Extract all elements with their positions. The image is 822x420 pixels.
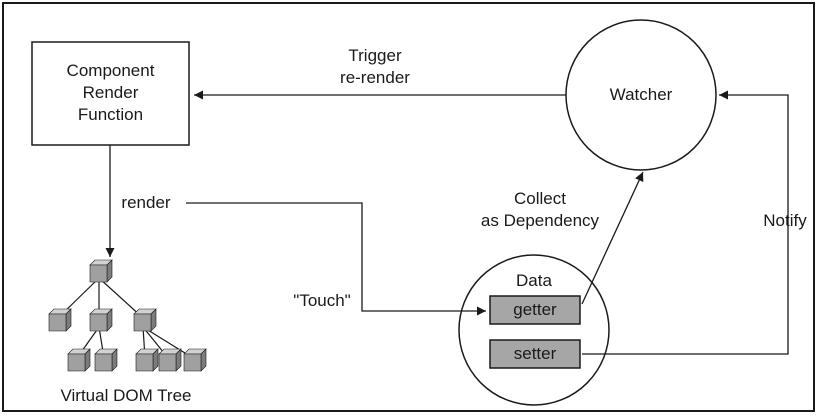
vdom-node-cube	[158, 348, 182, 372]
render-label: render	[121, 193, 171, 212]
virtual-dom-tree-caption: Virtual DOM Tree	[60, 386, 192, 405]
vdom-node-cube	[89, 308, 113, 332]
vdom-tree-nodes	[48, 259, 207, 372]
component-render-function-label: Component Render Function	[32, 60, 189, 126]
collect-label-line-2: as Dependency	[480, 211, 600, 230]
notify-arrow	[582, 90, 789, 355]
vdom-node-cube	[133, 308, 157, 332]
vdom-node-cube	[135, 348, 159, 372]
vdom-node-cube	[89, 259, 113, 283]
collect-dependency-label: Collect as Dependency	[465, 188, 615, 232]
setter-label: setter	[513, 344, 557, 363]
trigger-label-line-2: re-render	[340, 68, 410, 87]
component-label-line-3: Function	[77, 105, 144, 124]
vdom-node-cube	[94, 348, 118, 372]
watcher-label: Watcher	[609, 85, 673, 104]
notify-label: Notify	[763, 211, 807, 230]
component-label-line-2: Render	[82, 83, 139, 102]
touch-arrow	[186, 202, 486, 316]
setter-field	[489, 339, 581, 369]
component-label-line-1: Component	[66, 61, 155, 80]
diagram-frame	[2, 2, 815, 412]
touch-label: "Touch"	[293, 291, 351, 310]
collect-label-line-1: Collect	[514, 189, 566, 208]
vdom-node-cube	[183, 348, 207, 372]
collect-dependency-arrow	[581, 171, 644, 305]
data-title: Data	[516, 271, 552, 290]
getter-label: getter	[513, 300, 557, 319]
vdom-node-cube	[67, 348, 91, 372]
vdom-node-cube	[48, 308, 72, 332]
trigger-rerender-label: Trigger re-render	[315, 45, 435, 89]
getter-field	[489, 295, 581, 325]
trigger-label-line-1: Trigger	[348, 46, 402, 65]
vdom-tree-edges	[57, 277, 194, 359]
